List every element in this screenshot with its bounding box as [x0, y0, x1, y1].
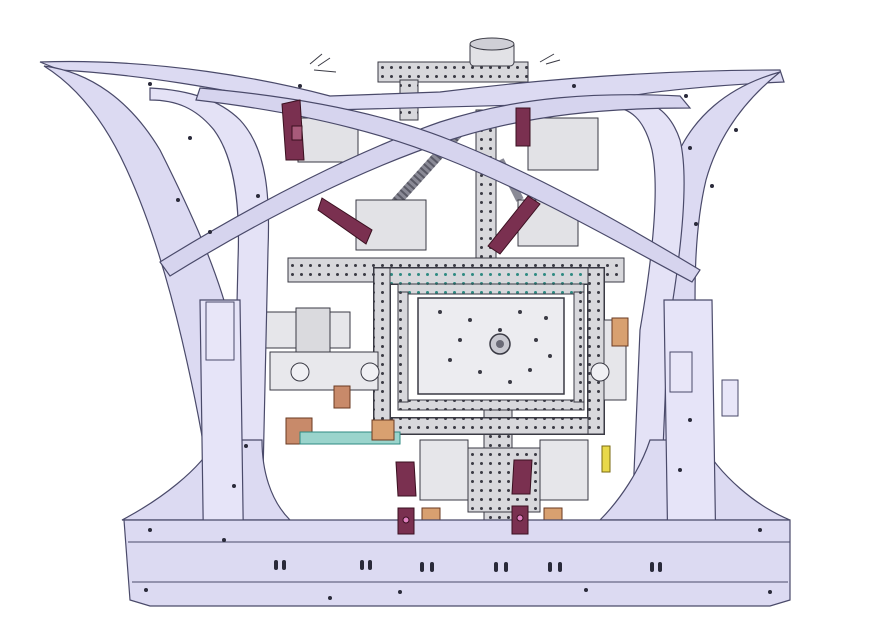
left-locator-copper — [285, 417, 313, 445]
rocker-sill-slots — [274, 560, 662, 572]
upper-right-clamp-unit — [527, 117, 599, 171]
right-latch-plate — [669, 351, 693, 393]
fixture-top-cylinder-cap — [469, 37, 515, 51]
left-unit-upper-block — [295, 307, 331, 353]
left-copper-block-lower — [333, 385, 351, 409]
fixture-top-plate — [377, 61, 529, 83]
lower-right-clamp-body — [539, 439, 589, 501]
rocker-sill — [123, 519, 791, 607]
clamp-arm-upper-right — [515, 107, 531, 147]
body-side-panel — [39, 60, 791, 607]
clamp-arm-lower-right — [511, 459, 533, 495]
clamp-arm-mid-right — [487, 195, 541, 255]
clamp-arms — [281, 99, 541, 535]
left-unit-lower — [269, 351, 379, 391]
left-roller-2 — [360, 362, 380, 382]
top-cable-sprigs — [309, 53, 561, 73]
center-plate-holes — [438, 310, 552, 384]
lower-right-yellow — [601, 445, 611, 473]
fixture-frame — [261, 37, 629, 536]
left-latch-plate — [205, 301, 235, 361]
clamp-arm-lower-left-pin — [402, 516, 410, 524]
right-roller — [590, 362, 610, 382]
right-latch-plate-2 — [721, 379, 739, 417]
lower-left-clamp-body — [419, 439, 469, 501]
center-boss-inner — [496, 340, 504, 348]
cross-brace-right-to-left — [195, 87, 701, 283]
right-locator-copper — [611, 317, 629, 347]
left-locator-copper-2 — [371, 419, 395, 441]
clamp-arm-mid-left — [317, 197, 373, 245]
panel-holes — [144, 82, 772, 600]
clamp-arm-lower-right-pin — [516, 514, 524, 522]
clamp-arm-upper-left-pad — [291, 125, 303, 141]
left-roller-1 — [290, 362, 310, 382]
fixture-vertical-spine — [475, 109, 497, 261]
clamp-arm-lower-left — [395, 461, 417, 497]
